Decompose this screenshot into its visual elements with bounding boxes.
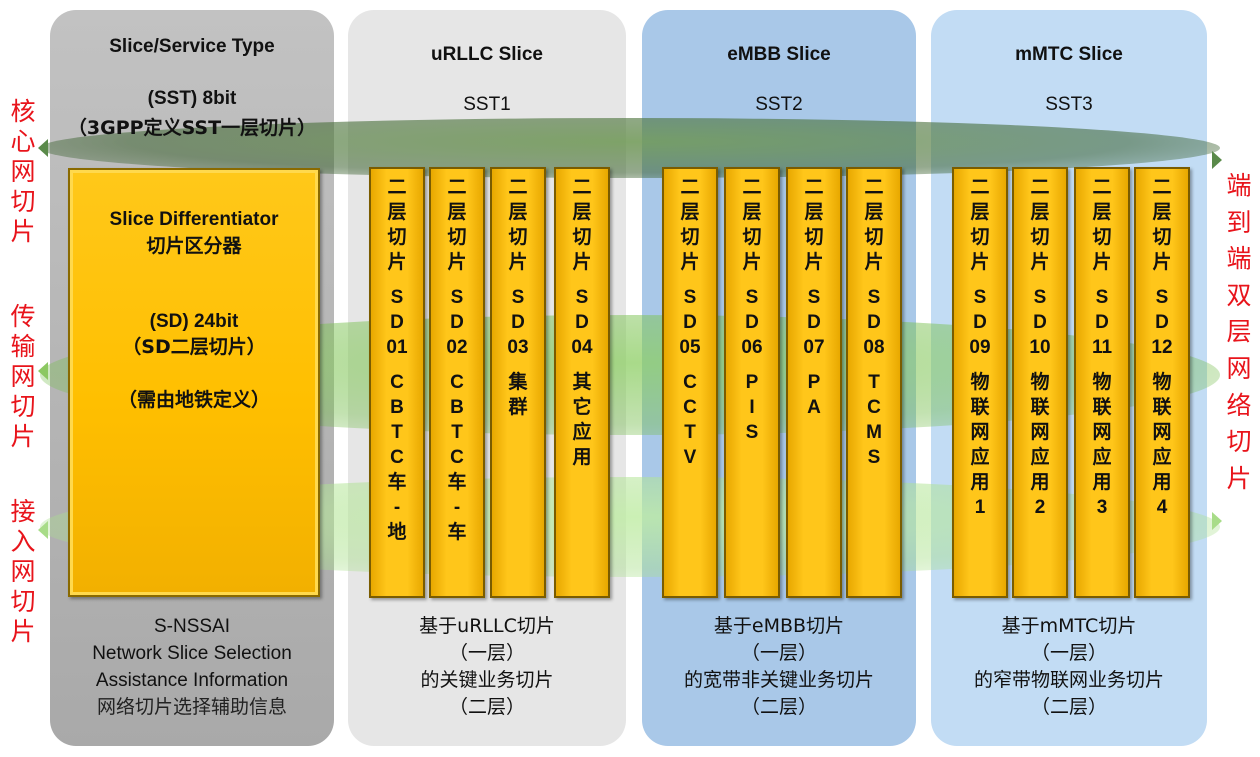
mmtc-footer-line4: （二层）: [1030, 696, 1107, 718]
sd-title-cn: 切片区分器: [146, 235, 242, 257]
mmtc-footer-line2: （一层）: [1030, 642, 1107, 664]
end-to-end-slice-label: 端到端双层网络切片: [1226, 171, 1252, 493]
embb-footer-line1: 基于eMBB切片: [713, 615, 845, 637]
urllc-footer: 基于uRLLC切片 （一层） 的关键业务切片 （二层）: [348, 613, 626, 721]
core-band-right-arrow-icon: [1212, 151, 1222, 169]
urllc-footer-line3: 的关键业务切片: [420, 669, 554, 691]
mmtc-footer: 基于mMTC切片 （一层） 的窄带物联网业务切片 （二层）: [931, 613, 1207, 721]
embb-footer-line2: （一层）: [740, 642, 817, 664]
sd-bits-label: (SD) 24bit: [149, 311, 239, 332]
access-band-right-arrow-icon: [1212, 512, 1222, 530]
urllc-footer-line2: （一层）: [448, 642, 525, 664]
snssai-full-line1: Network Slice Selection: [92, 643, 292, 664]
sst-bits-label: (SST) 8bit: [147, 88, 237, 109]
slice-differentiator-box: Slice Differentiator 切片区分器 (SD) 24bit （S…: [68, 168, 320, 597]
snssai-footer: S-NSSAI Network Slice Selection Assistan…: [50, 613, 334, 721]
snssai-chinese: 网络切片选择辅助信息: [96, 696, 287, 718]
slice-service-type-title: Slice/Service Type: [109, 36, 275, 57]
embb-footer: 基于eMBB切片 （一层） 的宽带非关键业务切片 （二层）: [642, 613, 916, 721]
sst-definition-label: （3GPP定义SST一层切片）: [67, 117, 317, 139]
sd-title-en: Slice Differentiator: [109, 209, 279, 230]
embb-footer-line4: （二层）: [740, 696, 817, 718]
core-band-left-arrow-icon: [38, 139, 48, 157]
embb-sst: SST2: [755, 94, 803, 115]
sd-description: （SD二层切片）: [122, 336, 266, 358]
mmtc-footer-line1: 基于mMTC切片: [1001, 615, 1137, 637]
sd-note: （需由地铁定义）: [117, 389, 270, 411]
mmtc-title: mMTC Slice: [1015, 44, 1123, 65]
mmtc-footer-line3: 的窄带物联网业务切片: [973, 669, 1164, 691]
snssai-label: S-NSSAI: [153, 616, 231, 637]
access-network-slice-label: 接入网切片: [10, 497, 36, 646]
transport-band-left-arrow-icon: [38, 362, 48, 380]
core-network-slice-label: 核心网切片: [10, 97, 36, 246]
embb-title: eMBB Slice: [727, 44, 831, 65]
urllc-sst: SST1: [463, 94, 511, 115]
access-band-left-arrow-icon: [38, 521, 48, 539]
urllc-footer-line4: （二层）: [448, 696, 525, 718]
snssai-full-line2: Assistance Information: [95, 670, 289, 691]
embb-footer-line3: 的宽带非关键业务切片: [683, 669, 874, 691]
mmtc-sst: SST3: [1045, 94, 1093, 115]
urllc-title: uRLLC Slice: [431, 44, 543, 65]
transport-network-slice-label: 传输网切片: [10, 302, 36, 451]
urllc-footer-line1: 基于uRLLC切片: [419, 615, 555, 637]
